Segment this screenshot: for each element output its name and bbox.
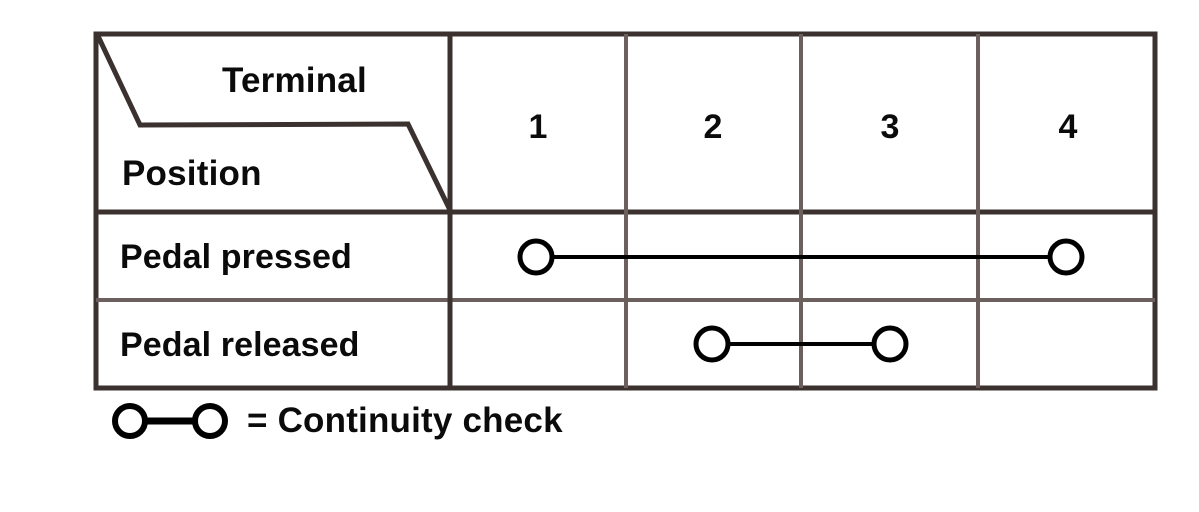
continuity-node-row1-terminal1: [517, 238, 555, 276]
column-header-4: 4: [1058, 108, 1078, 146]
header-diagonal-divider: [95, 34, 453, 212]
legend-node-right-icon: [192, 403, 228, 439]
legend-label: = Continuity check: [247, 401, 563, 440]
row-label-pedal-pressed: Pedal pressed: [120, 238, 352, 276]
column-header-2: 2: [703, 108, 723, 146]
row-label-pedal-released: Pedal released: [120, 326, 360, 364]
continuity-node-row2-terminal3: [871, 325, 909, 363]
continuity-node-row2-terminal2: [693, 325, 731, 363]
header-axis-label-terminal: Terminal: [222, 61, 367, 100]
column-header-3: 3: [880, 108, 900, 146]
legend-node-left-icon: [112, 403, 148, 439]
header-axis-label-position: Position: [122, 154, 262, 193]
column-header-1: 1: [528, 108, 548, 146]
continuity-node-row1-terminal4: [1047, 238, 1085, 276]
